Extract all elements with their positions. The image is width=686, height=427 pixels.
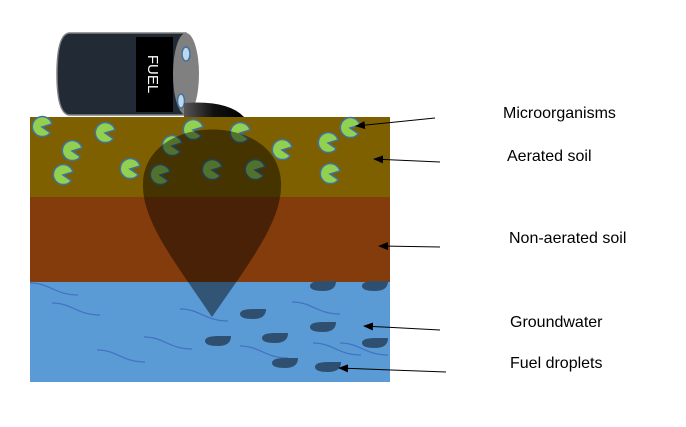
fuel-droplet	[310, 322, 336, 332]
microorganism-icon	[61, 139, 83, 162]
microorganism-icon	[52, 163, 74, 186]
label-groundwater: Groundwater	[510, 314, 603, 331]
arrow-groundwater	[363, 322, 441, 331]
microorganism-icon	[229, 121, 251, 144]
microorganism-icon	[319, 162, 341, 185]
arrow-fuel-droplets	[338, 364, 447, 373]
fuel-droplet	[310, 281, 336, 291]
label-microorganisms: Microorganisms	[503, 105, 616, 122]
fuel-plume	[142, 129, 282, 317]
water-wave	[143, 336, 193, 350]
microorganism-icon	[201, 158, 223, 181]
microorganism-icon	[94, 121, 116, 144]
microorganism-icon	[149, 163, 171, 186]
label-non-aerated-soil: Non-aerated soil	[509, 230, 627, 247]
microorganisms-group	[31, 115, 361, 186]
microorganism-icon	[182, 118, 204, 141]
arrow-microorganisms	[355, 117, 436, 130]
fuel-droplet	[240, 309, 266, 319]
microorganism-icon	[317, 131, 339, 154]
water-wave	[96, 349, 146, 363]
fuel-spout	[184, 102, 244, 117]
microorganism-icon	[161, 134, 183, 157]
microorganism-icon	[244, 158, 266, 181]
label-aerated-soil: Aerated soil	[507, 148, 592, 165]
water-wave	[291, 301, 341, 315]
label-fuel-droplets: Fuel droplets	[510, 355, 603, 372]
fuel-droplet	[315, 362, 341, 372]
fuel-droplet	[262, 333, 288, 343]
fuel-droplet	[362, 281, 388, 291]
arrow-aerated-soil	[373, 155, 441, 164]
microorganism-icon	[31, 115, 53, 138]
arrows	[338, 117, 447, 373]
water-wave	[339, 342, 389, 356]
arrow-non-aerated-soil	[378, 242, 441, 251]
water-wave	[179, 308, 229, 322]
water-wave	[312, 342, 362, 356]
non-aerated-soil-layer	[30, 197, 390, 282]
fuel-droplet	[205, 336, 231, 346]
fuel-barrel: FUEL	[56, 32, 244, 117]
fuel-droplet	[362, 338, 388, 348]
barrel-label: FUEL	[144, 55, 161, 93]
fuel-droplets-group	[205, 281, 388, 372]
microorganism-icon	[271, 138, 293, 161]
water-wave	[29, 282, 79, 296]
water-waves	[29, 282, 389, 363]
water-wave	[239, 345, 289, 359]
fuel-droplet	[272, 358, 298, 368]
water-wave	[51, 302, 101, 316]
microorganism-icon	[119, 157, 141, 180]
